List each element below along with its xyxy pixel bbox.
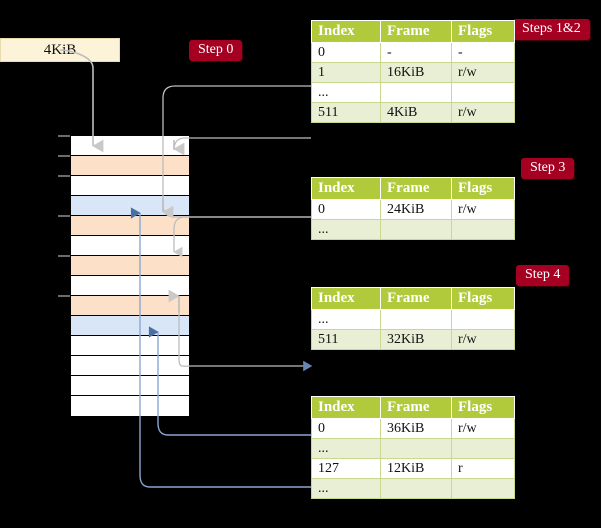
table-row: 0-- [311, 42, 515, 63]
memory-frame-row [71, 396, 189, 416]
wire-t1-to-memory [173, 216, 311, 258]
memory-row-tick [58, 135, 70, 137]
cell-flags: r [451, 458, 515, 479]
step-label: Steps 1&2 [522, 21, 581, 36]
cell-index: 1 [311, 62, 381, 83]
step-label: Step 0 [198, 42, 234, 57]
memory-row-tick [58, 295, 70, 297]
column-header-frame: Frame [380, 177, 452, 200]
column-header-flags: Flags [451, 177, 515, 200]
step-badge-steps-1-2: Steps 1&2 [513, 19, 590, 40]
column-header-frame: Frame [380, 20, 452, 43]
cell-frame [380, 219, 452, 240]
step-badge-step-0: Step 0 [189, 40, 243, 61]
column-header-frame: Frame [380, 396, 452, 419]
memory-frame-row [71, 176, 189, 196]
memory-row-tick [58, 175, 70, 177]
cell-frame: 32KiB [380, 329, 452, 350]
column-header-flags: Flags [451, 396, 515, 419]
step-badge-step-3: Step 3 [521, 158, 575, 179]
cell-frame [380, 82, 452, 103]
cell-frame: 12KiB [380, 458, 452, 479]
table-row: ... [311, 309, 515, 330]
physical-memory-column [70, 135, 190, 416]
column-header-flags: Flags [451, 287, 515, 310]
cell-flags: r/w [451, 199, 515, 220]
cell-flags: - [451, 42, 515, 63]
table-row: ... [311, 478, 515, 499]
wire-memory-to-t2 [178, 300, 313, 372]
table-row: ... [311, 219, 515, 240]
step-label: Step 4 [525, 267, 561, 282]
cell-flags [451, 309, 515, 330]
cell-flags [451, 219, 515, 240]
cell-frame [380, 309, 452, 330]
memory-frame-row [71, 256, 189, 276]
memory-row-tick [58, 155, 70, 157]
cell-frame [380, 478, 452, 499]
cell-frame: 16KiB [380, 62, 452, 83]
memory-row-tick [58, 215, 70, 217]
cell-index: 511 [311, 102, 381, 123]
column-header-index: Index [311, 396, 381, 419]
memory-frame-row [71, 296, 189, 316]
cell-flags: r/w [451, 102, 515, 123]
memory-frame-row [71, 236, 189, 256]
memory-frame-row [71, 156, 189, 176]
cell-flags [451, 478, 515, 499]
memory-frame-row [71, 136, 189, 156]
cell-index: ... [311, 219, 381, 240]
column-header-frame: Frame [380, 287, 452, 310]
memory-frame-row [71, 276, 189, 296]
cell-flags [451, 438, 515, 459]
memory-frame-row [71, 336, 189, 356]
va-frame-box: 4KiB [0, 38, 120, 62]
step-badge-step-4: Step 4 [516, 265, 570, 286]
cell-index: 0 [311, 42, 381, 63]
wire-va-to-memory [59, 49, 104, 153]
memory-frame-row [71, 196, 189, 216]
cell-index: 511 [311, 329, 381, 350]
cell-frame: 36KiB [380, 418, 452, 439]
cell-index: ... [311, 438, 381, 459]
cell-index: ... [311, 82, 381, 103]
column-header-index: Index [311, 177, 381, 200]
column-header-flags: Flags [451, 20, 515, 43]
step-label: Step 3 [530, 160, 566, 175]
column-header-index: Index [311, 287, 381, 310]
table-row: ... [311, 82, 515, 103]
table-row: ... [311, 438, 515, 459]
column-header-index: Index [311, 20, 381, 43]
cell-frame: 24KiB [380, 199, 452, 220]
cell-frame: 4KiB [380, 102, 452, 123]
cell-frame: - [380, 42, 452, 63]
cell-frame [380, 438, 452, 459]
wire-t0-row511-out [173, 137, 311, 151]
memory-frame-row [71, 376, 189, 396]
cell-index: 127 [311, 458, 381, 479]
cell-flags [451, 82, 515, 103]
memory-frame-row [71, 216, 189, 236]
cell-flags: r/w [451, 418, 515, 439]
cell-index: ... [311, 478, 381, 499]
memory-row-tick [58, 255, 70, 257]
memory-frame-row [71, 356, 189, 376]
va-frame-label: 4KiB [43, 41, 77, 58]
cell-flags: r/w [451, 329, 515, 350]
cell-index: 0 [311, 418, 381, 439]
cell-flags: r/w [451, 62, 515, 83]
cell-index: 0 [311, 199, 381, 220]
memory-frame-row [71, 316, 189, 336]
cell-index: ... [311, 309, 381, 330]
